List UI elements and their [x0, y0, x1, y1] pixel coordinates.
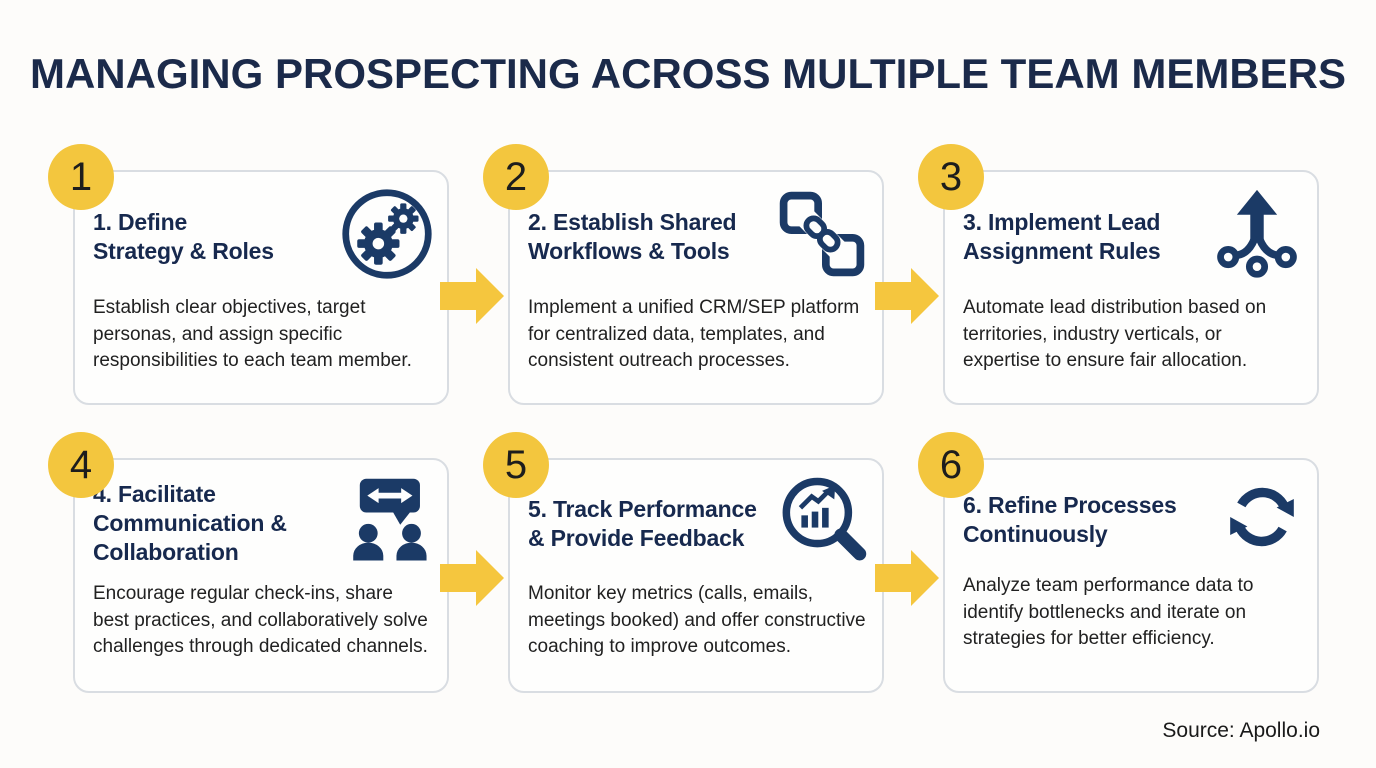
arrow-right-icon	[875, 268, 939, 324]
step-number-badge: 5	[483, 432, 549, 498]
card-header: 3. Implement Lead Assignment Rules	[945, 172, 1317, 287]
step-number-badge: 4	[48, 432, 114, 498]
page-title: MANAGING PROSPECTING ACROSS MULTIPLE TEA…	[29, 50, 1347, 97]
card-header: 6. Refine Processes Continuously	[945, 460, 1317, 565]
communication-people-icon	[341, 474, 435, 573]
step-title: 1. Define Strategy & Roles	[93, 208, 274, 264]
step-title: 2. Establish Shared Workflows & Tools	[528, 208, 737, 264]
chart-magnifier-icon	[776, 474, 870, 573]
arrow-right-icon	[875, 550, 939, 606]
step-description: Automate lead distribution based on terr…	[963, 297, 1267, 371]
step-description: Establish clear objectives, target perso…	[93, 297, 412, 371]
gears-icon	[339, 186, 435, 287]
step-card-5: 5 5. Track Performance & Provide Feedbac…	[483, 432, 884, 693]
refresh-cycle-icon	[1219, 474, 1305, 565]
step-card-4: 4 4. Facilitate Communication & Collabor…	[48, 432, 449, 693]
card-header: 1. Define Strategy & Roles	[75, 172, 447, 287]
lead-routing-icon	[1209, 186, 1305, 287]
step-description: Implement a unified CRM/SEP platform for…	[528, 297, 860, 371]
step-card-3: 3 3. Implement Lead Assignment Rules Aut…	[918, 144, 1319, 405]
card-header: 4. Facilitate Communication & Collaborat…	[75, 460, 447, 573]
step-card-6: 6 6. Refine Processes Continuously Analy…	[918, 432, 1319, 693]
source-attribution: Source: Apollo.io	[1162, 719, 1320, 742]
step-title: 5. Track Performance & Provide Feedback	[528, 495, 757, 551]
card-header: 5. Track Performance & Provide Feedback	[510, 460, 882, 573]
arrow-right-icon	[440, 268, 504, 324]
step-card-2: 2 2. Establish Shared Workflows & Tools …	[483, 144, 884, 405]
linked-squares-icon	[774, 186, 870, 287]
step-number-badge: 1	[48, 144, 114, 210]
step-number-badge: 6	[918, 432, 984, 498]
step-description: Analyze team performance data to identif…	[963, 575, 1254, 649]
step-title: 6. Refine Processes Continuously	[963, 491, 1177, 547]
arrow-right-icon	[440, 550, 504, 606]
step-description: Monitor key metrics (calls, emails, meet…	[528, 583, 866, 657]
step-title: 4. Facilitate Communication & Collaborat…	[93, 481, 287, 565]
step-number-badge: 3	[918, 144, 984, 210]
step-description: Encourage regular check-ins, share best …	[93, 583, 428, 657]
step-title: 3. Implement Lead Assignment Rules	[963, 208, 1161, 264]
card-header: 2. Establish Shared Workflows & Tools	[510, 172, 882, 287]
step-card-1: 1 1. Define Strategy & Roles	[48, 144, 449, 405]
step-number-badge: 2	[483, 144, 549, 210]
